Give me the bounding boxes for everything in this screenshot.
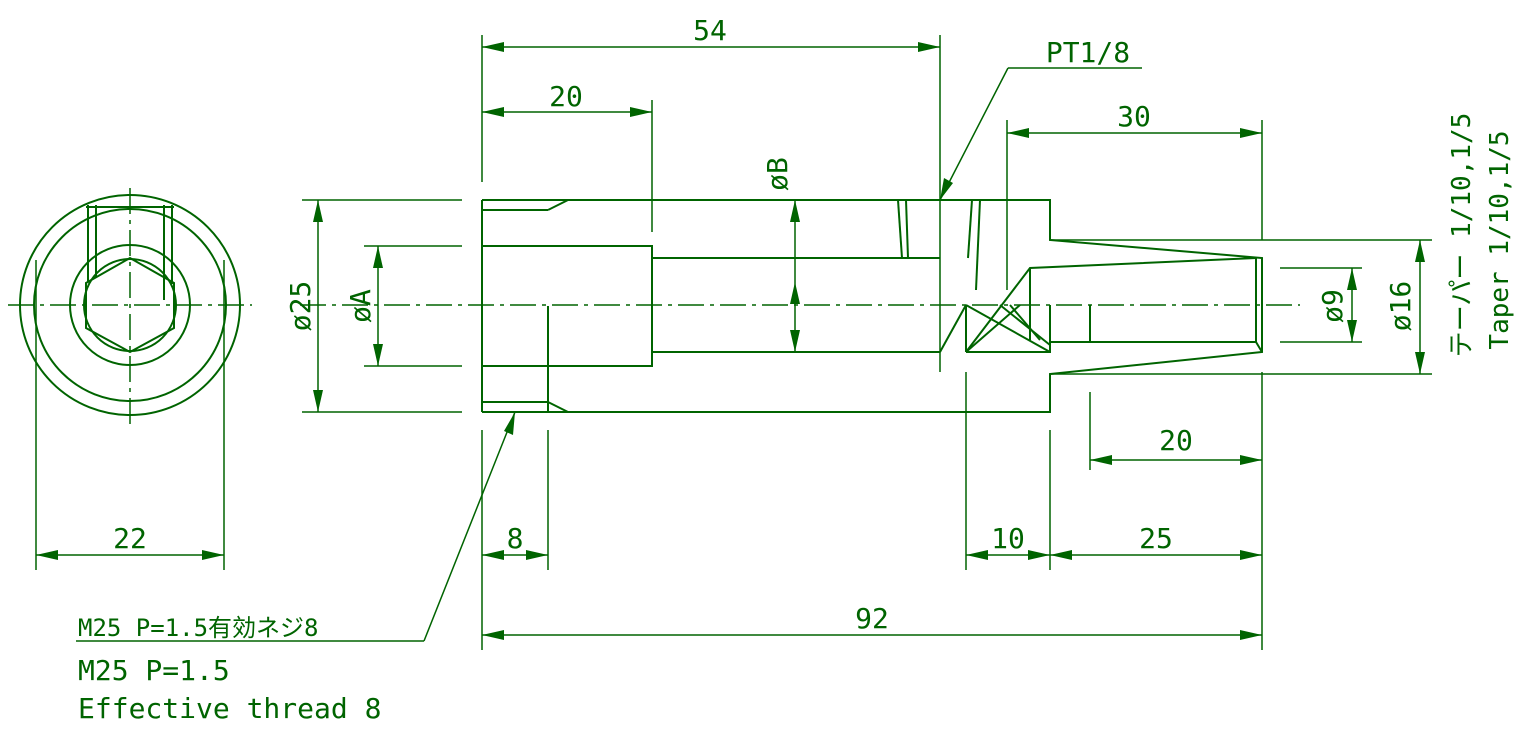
dim-dia-25: ø25 (284, 281, 317, 332)
dim-20-pilot: 20 (1159, 424, 1193, 457)
dimension-lines (76, 35, 1432, 650)
thread-callout-en-2: Effective thread 8 (78, 692, 381, 725)
side-view (300, 199, 1300, 413)
end-view (8, 188, 252, 570)
dim-54: 54 (693, 14, 727, 47)
thread-callout-jp: M25 P=1.5有効ネジ8 (78, 614, 319, 642)
dim-10: 10 (991, 522, 1025, 555)
dim-25: 25 (1139, 522, 1173, 555)
taper-callout-jp: テーパー 1/10,1/5 (1447, 113, 1477, 358)
thread-callout-en-1: M25 P=1.5 (78, 654, 230, 687)
taper-callout-en: Taper 1/10,1/5 (1485, 130, 1515, 349)
dim-92: 92 (855, 602, 889, 635)
dim-20-top: 20 (549, 80, 583, 113)
dim-30: 30 (1117, 100, 1151, 133)
dim-hex-width: 22 (113, 522, 147, 555)
dim-dia-b: øB (761, 157, 794, 191)
dim-dia-a: øA (344, 289, 377, 323)
pt-thread-callout: PT1/8 (1046, 36, 1130, 69)
dim-dia-9: ø9 (1316, 289, 1349, 323)
dim-8: 8 (507, 522, 524, 555)
dim-dia-16: ø16 (1384, 281, 1417, 332)
